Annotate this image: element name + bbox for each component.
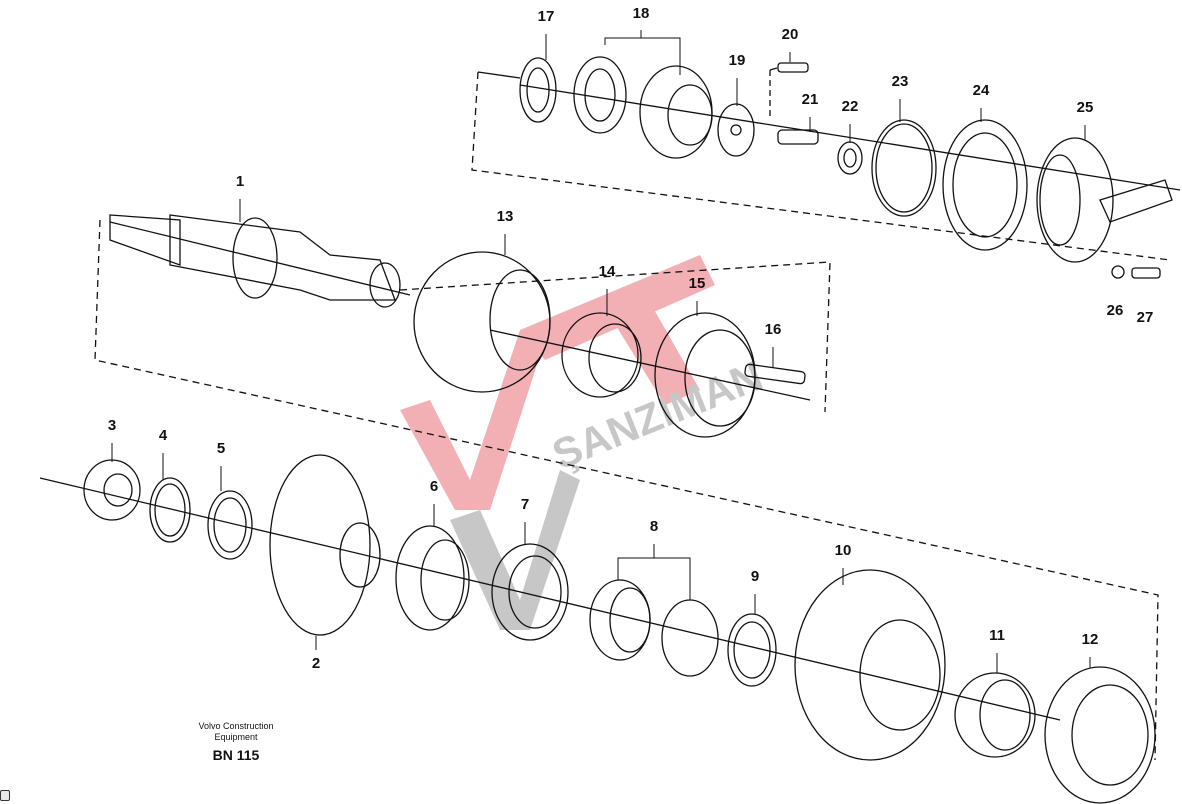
part-label-6: 6 bbox=[429, 478, 439, 495]
parts-bottom-row bbox=[83, 454, 1156, 804]
part-label-15: 15 bbox=[688, 275, 706, 292]
part-label-14: 14 bbox=[598, 263, 616, 280]
part-label-20: 20 bbox=[781, 26, 799, 43]
part-label-16: 16 bbox=[764, 321, 782, 338]
part-label-5: 5 bbox=[216, 440, 226, 457]
part-label-25: 25 bbox=[1076, 99, 1094, 116]
parts-top-row bbox=[519, 56, 1173, 279]
part-label-1: 1 bbox=[235, 173, 245, 190]
part-label-27: 27 bbox=[1136, 309, 1154, 326]
part-label-21: 21 bbox=[801, 91, 819, 108]
leader-lines bbox=[111, 30, 1091, 673]
part-label-26: 26 bbox=[1106, 302, 1124, 319]
part-label-17: 17 bbox=[537, 8, 555, 25]
publisher-line-1: Volvo Construction bbox=[198, 721, 274, 731]
part-label-3: 3 bbox=[107, 417, 117, 434]
publisher-block: Volvo Construction Equipment BN 115 bbox=[198, 721, 273, 763]
part-label-18: 18 bbox=[632, 5, 650, 22]
part-label-4: 4 bbox=[158, 427, 168, 444]
publisher-line-2: Equipment bbox=[214, 732, 258, 742]
parts-middle-row bbox=[109, 214, 806, 438]
part-label-9: 9 bbox=[750, 568, 760, 585]
part-label-2: 2 bbox=[311, 655, 321, 672]
part-label-19: 19 bbox=[728, 52, 746, 69]
part-label-23: 23 bbox=[891, 73, 909, 90]
corner-button[interactable] bbox=[0, 790, 10, 801]
part-label-10: 10 bbox=[834, 542, 852, 559]
part-label-11: 11 bbox=[989, 627, 1005, 644]
diagram-code: BN 115 bbox=[212, 747, 260, 763]
part-label-8: 8 bbox=[649, 518, 659, 535]
part-label-22: 22 bbox=[841, 98, 859, 115]
part-label-24: 24 bbox=[972, 82, 990, 99]
part-label-13: 13 bbox=[496, 208, 514, 225]
part-label-12: 12 bbox=[1081, 631, 1099, 648]
watermark-logo: ŞANZIMAN bbox=[400, 255, 769, 630]
part-label-7: 7 bbox=[520, 496, 530, 513]
